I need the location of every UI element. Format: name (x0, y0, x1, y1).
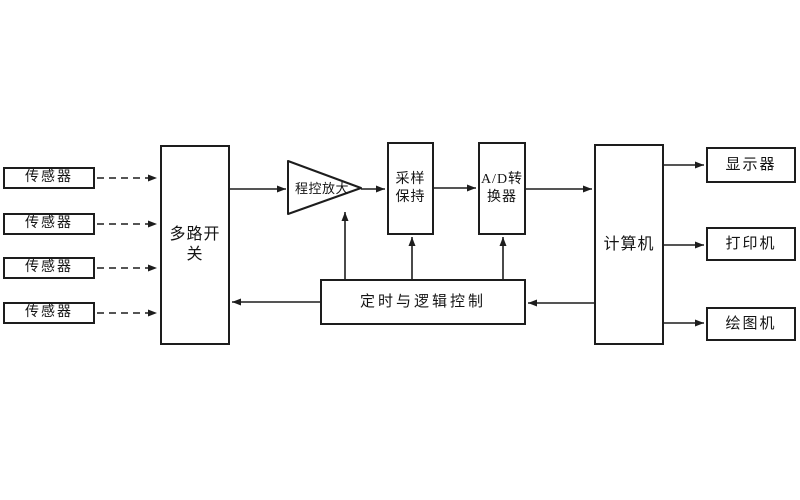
amplifier-label: 程控放大 (294, 180, 349, 196)
printer-label: 打印机 (725, 235, 777, 252)
adc-label-line1: A/D转 (480, 172, 524, 187)
amplifier-triangle (287, 160, 362, 215)
adc-box: A/D转 换器 (478, 142, 526, 235)
sample-hold-label-line1: 采样 (395, 172, 426, 187)
sensor-box-1: 传感器 (3, 167, 95, 189)
timing-control-label: 定时与逻辑控制 (359, 293, 486, 310)
printer-box: 打印机 (706, 227, 796, 261)
timing-control-box: 定时与逻辑控制 (320, 279, 526, 325)
computer-label: 计算机 (603, 235, 655, 253)
sensor-box-4: 传感器 (3, 302, 95, 324)
sensor-box-2: 传感器 (3, 213, 95, 235)
display-label: 显示器 (725, 156, 777, 173)
multiplexer-label: 多路开关 (169, 226, 221, 263)
sensor-1-label: 传感器 (25, 170, 73, 186)
sample-hold-box: 采样 保持 (387, 142, 434, 235)
plotter-box: 绘图机 (706, 307, 796, 341)
sensor-2-label: 传感器 (25, 216, 73, 232)
sensor-box-3: 传感器 (3, 257, 95, 279)
computer-box: 计算机 (594, 144, 664, 345)
sensor-4-label: 传感器 (25, 305, 73, 321)
sample-hold-label-line2: 保持 (395, 189, 426, 205)
sensor-3-label: 传感器 (25, 260, 73, 276)
adc-label-line2: 换器 (487, 189, 517, 205)
multiplexer-box: 多路开关 (160, 145, 230, 345)
display-box: 显示器 (706, 147, 796, 183)
plotter-label: 绘图机 (725, 315, 777, 332)
